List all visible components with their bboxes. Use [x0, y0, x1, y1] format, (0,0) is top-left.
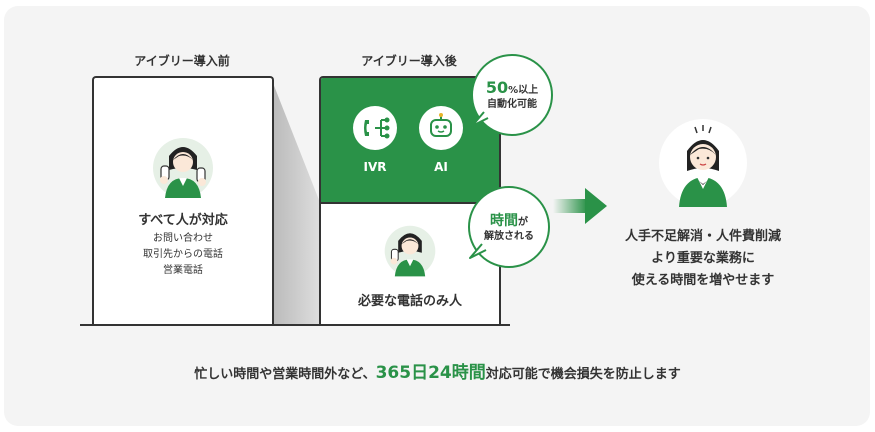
before-title: アイブリー導入前	[134, 54, 230, 68]
bubble-tail	[469, 243, 487, 259]
bubble1-unit: %以上	[508, 85, 539, 96]
ivr-icon	[364, 117, 390, 139]
after-title: アイブリー導入後	[361, 54, 457, 68]
result-line: 人手不足解消・人件費削減	[624, 229, 781, 244]
ivr-icon-circle	[353, 106, 397, 150]
footer-highlight: 365日24時間	[375, 363, 486, 383]
result-arrow-head	[585, 188, 607, 224]
before-main-text: すべて人が対応	[138, 213, 228, 228]
ai-label: AI	[434, 160, 448, 174]
operator-on-phone-icon	[384, 225, 436, 277]
ground-line	[80, 324, 510, 326]
result-text: 人手不足解消・人件費削減 より重要な業務に 使える時間を増やせます	[590, 226, 816, 292]
staff-avatar-circle	[659, 119, 747, 207]
footer-post: 対応可能で機会損失を防止します	[485, 367, 681, 382]
footer-statement: 忙しい時間や営業時間外など、365日24時間対応可能で機会損失を防止します	[0, 358, 875, 383]
bubble2-small: 解放される	[484, 231, 534, 242]
after-bottom-text: 必要な電話のみ人	[357, 294, 462, 309]
bubble-tail	[471, 111, 489, 127]
bubble2-big: 時間	[490, 213, 518, 229]
bubble1-big: 50	[485, 78, 509, 97]
ivr-label: IVR	[363, 160, 387, 174]
after-panel: IVR AI 必要な電話のみ人	[319, 76, 501, 326]
result-line: 使える時間を増やせます	[631, 273, 775, 288]
result-line: より重要な業務に	[651, 251, 755, 266]
result-arrow-shaft	[553, 199, 587, 213]
footer-pre: 忙しい時間や営業時間外など、	[194, 367, 376, 382]
time-bubble: 時間が 解放される	[468, 186, 550, 268]
bubble2-unit: が	[518, 217, 528, 228]
before-items: お問い合わせ 取引先からの電話 営業電話	[94, 231, 272, 279]
staff-person-icon	[679, 125, 727, 207]
before-item: 取引先からの電話	[143, 249, 223, 260]
before-panel: すべて人が対応 お問い合わせ 取引先からの電話 営業電話	[92, 76, 274, 326]
ai-icon-circle	[419, 106, 463, 150]
bubble1-small: 自動化可能	[487, 99, 537, 110]
before-item: 営業電話	[163, 265, 203, 276]
robot-icon	[430, 113, 452, 137]
operator-on-phone-icon	[153, 138, 213, 198]
automation-bubble: 50%以上 自動化可能	[471, 54, 553, 136]
automation-section: IVR AI	[321, 78, 499, 202]
section-divider	[321, 202, 499, 204]
before-item: お問い合わせ	[153, 233, 213, 244]
